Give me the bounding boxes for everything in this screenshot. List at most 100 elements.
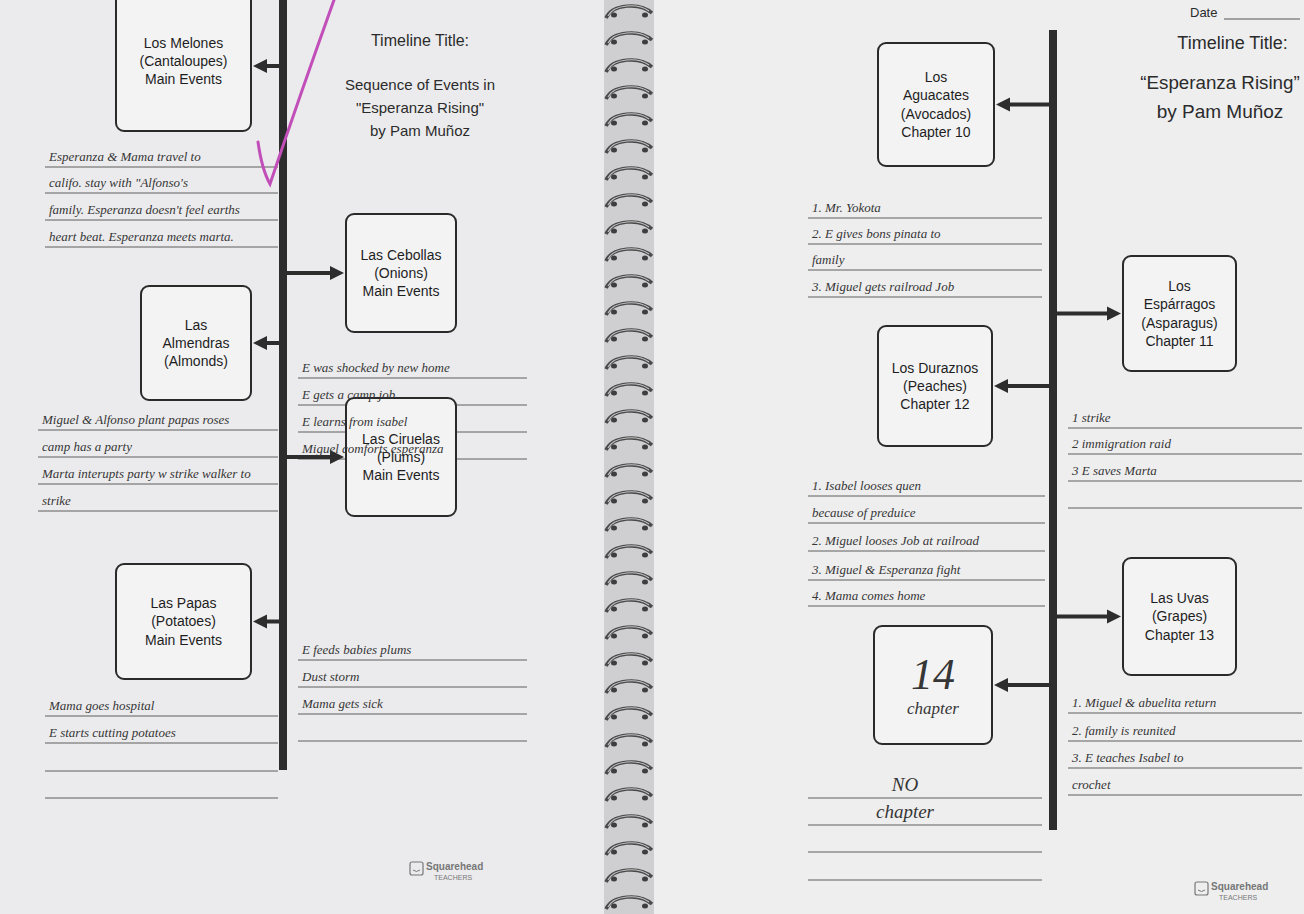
- handwritten-note: Marta interupts party w strike walker to: [42, 466, 251, 482]
- spiral-ring: [606, 600, 652, 612]
- binding-hole: [642, 904, 648, 909]
- coil-highlight: [608, 60, 649, 70]
- coil-highlight: [608, 303, 649, 313]
- coil: [606, 762, 652, 774]
- binding-hole: [642, 850, 648, 855]
- coil-highlight: [608, 141, 649, 151]
- spiral-ring: [606, 870, 652, 882]
- binding-hole: [611, 526, 617, 531]
- spiral-ring: [606, 492, 652, 504]
- coil: [606, 33, 652, 45]
- coil-highlight: [608, 276, 649, 286]
- coil-highlight: [608, 465, 649, 475]
- ruled-line: [808, 523, 1045, 524]
- binding-hole: [611, 67, 617, 72]
- arrow-head: [994, 678, 1008, 692]
- timeline-box: Los Duraznos (Peaches) Chapter 12: [877, 325, 993, 447]
- logo-text: Squarehead: [426, 861, 483, 873]
- timeline-title-text: "Esperanza Rising": [356, 99, 484, 117]
- timeline-box: 14chapter: [873, 625, 993, 745]
- binding-hole: [611, 769, 617, 774]
- binding-hole: [611, 499, 617, 504]
- box-text: chapter: [907, 700, 959, 719]
- coil-highlight: [608, 411, 649, 421]
- spiral-ring: [606, 87, 652, 99]
- timeline-arrow: [253, 59, 280, 73]
- binding-hole: [611, 310, 617, 315]
- binding-hole: [642, 796, 648, 801]
- coil: [606, 627, 652, 639]
- coil-highlight: [608, 546, 649, 556]
- binding-hole: [642, 256, 648, 261]
- ruled-line: [808, 270, 1042, 271]
- coil: [606, 195, 652, 207]
- coil: [606, 222, 652, 234]
- arrow-shaft: [1056, 615, 1110, 619]
- handwritten-note: 3 E saves Marta: [1072, 463, 1157, 479]
- timeline-box: Las Uvas (Grapes) Chapter 13: [1122, 557, 1237, 676]
- handwritten-note: strike: [42, 493, 71, 509]
- coil-highlight: [608, 654, 649, 664]
- spiral-ring: [606, 816, 652, 828]
- spiral-ring: [606, 276, 652, 288]
- coil: [606, 465, 652, 477]
- binding-hole: [611, 661, 617, 666]
- timeline-arrow: [994, 379, 1050, 393]
- binding-hole: [611, 256, 617, 261]
- binding-hole: [642, 202, 648, 207]
- binding-hole: [642, 337, 648, 342]
- arrow-shaft: [1005, 384, 1050, 388]
- handwritten-note: 2 immigration raid: [1072, 436, 1171, 452]
- coil: [606, 519, 652, 531]
- ruled-line: [808, 297, 1042, 298]
- binding-hole: [642, 823, 648, 828]
- coil-highlight: [608, 816, 649, 826]
- check-mark: [258, 0, 334, 184]
- binding-hole: [611, 148, 617, 153]
- timeline-box: Los Aguacates (Avocados) Chapter 10: [877, 42, 995, 167]
- coil: [606, 681, 652, 693]
- binding-hole: [611, 850, 617, 855]
- timeline-box: Los Melones (Cantaloupes) Main Events: [115, 0, 252, 132]
- handwritten-note: E feeds babies plums: [302, 642, 411, 658]
- coil-highlight: [608, 789, 649, 799]
- handwritten-note: 2. Miguel looses Job at railroad: [812, 533, 979, 549]
- spiral-ring: [606, 168, 652, 180]
- binding-hole: [611, 40, 617, 45]
- spiral-ring: [606, 654, 652, 666]
- timeline-arrow: [253, 615, 280, 629]
- binding-hole: [611, 121, 617, 126]
- handwritten-note: Esperanza & Mama travel to: [49, 149, 201, 165]
- ruled-line: [1068, 795, 1302, 796]
- coil-highlight: [608, 492, 649, 502]
- handwritten-note: chapter: [876, 801, 934, 824]
- ruled-line: [298, 714, 527, 715]
- ruled-line: [808, 880, 1042, 881]
- spiral-ring: [606, 438, 652, 450]
- handwritten-note: 1. Mr. Yokota: [812, 200, 881, 216]
- ruled-line: [45, 716, 278, 717]
- coil: [606, 114, 652, 126]
- coil: [606, 789, 652, 801]
- timeline-spine: [279, 0, 287, 770]
- spiral-ring: [606, 60, 652, 72]
- binding-hole: [611, 580, 617, 585]
- logo-text: TEACHERS: [1219, 894, 1257, 902]
- handwritten-note: 1 strike: [1072, 410, 1111, 426]
- binding-hole: [642, 283, 648, 288]
- ruled-line: [38, 484, 278, 485]
- coil: [606, 735, 652, 747]
- binding-hole: [611, 175, 617, 180]
- handwritten-note: 3. Miguel & Esperanza fight: [812, 562, 960, 578]
- binding-hole: [611, 742, 617, 747]
- coil-highlight: [608, 897, 649, 907]
- binding-hole: [611, 472, 617, 477]
- coil-highlight: [608, 573, 649, 583]
- ruled-line: [808, 580, 1045, 581]
- spiral-ring: [606, 627, 652, 639]
- binding-hole: [642, 607, 648, 612]
- spiral-ring: [606, 762, 652, 774]
- arrow-shaft: [286, 271, 333, 275]
